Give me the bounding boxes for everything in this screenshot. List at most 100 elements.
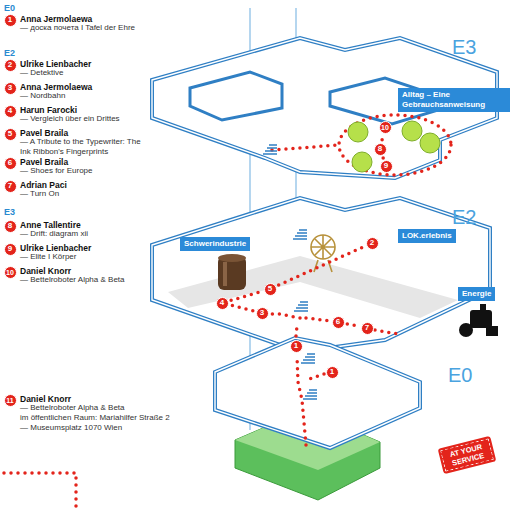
route-dots <box>4 473 76 512</box>
node-text: Schwerindustrie <box>184 239 246 249</box>
node-text: 7 <box>365 324 369 332</box>
node-text: 3 <box>8 84 12 92</box>
route-dots <box>339 115 451 175</box>
machine-body <box>470 310 492 328</box>
route-connector <box>231 292 261 301</box>
route-dots <box>306 318 330 321</box>
node-text: 3 <box>260 309 264 317</box>
node-text: 10 <box>381 124 389 131</box>
border-dots <box>4 473 76 512</box>
boiler <box>218 254 246 290</box>
node-text: LOK.erlebnis <box>402 231 452 241</box>
stairs <box>301 354 315 363</box>
node-text: 4 <box>220 299 224 307</box>
node-text: 1 <box>330 368 334 376</box>
stairs <box>303 390 317 399</box>
artist-name: Anna Jermolaewa <box>20 82 92 92</box>
work-title: — Shoes for Europe <box>20 166 148 176</box>
callout-number: 1 <box>326 366 339 379</box>
route-connector <box>347 324 357 326</box>
work-title: — Detektive <box>20 68 148 78</box>
work-title: — Elite I Körper <box>20 252 148 262</box>
boiler-top <box>218 254 246 262</box>
artist-name: Pavel Braila <box>20 157 68 167</box>
machine-wheel <box>459 323 473 337</box>
floor-outline <box>152 198 490 352</box>
route-connector <box>279 247 364 285</box>
boiler-shine <box>223 262 227 286</box>
machine-chimney <box>480 304 486 312</box>
node-text: 2 <box>370 239 374 247</box>
callout-number: 7 <box>361 322 374 335</box>
artist-name: Anna Jermolaewa <box>20 14 92 24</box>
stairs <box>294 302 308 311</box>
floor-e2 <box>152 198 498 352</box>
section-tag: Schwerindustrie <box>180 237 250 251</box>
artist-name: Adrian Paci <box>20 180 67 190</box>
floor-outline <box>215 338 420 448</box>
floor-label: E2 <box>452 206 476 228</box>
work-title: — Bettelroboter Alpha & Beta <box>20 403 170 413</box>
wheel-spokes <box>311 235 335 259</box>
route-dots <box>272 145 338 150</box>
work-title: — Nordbahn <box>20 91 148 101</box>
callout-number: 6 <box>332 316 345 329</box>
callout-number: 5 <box>4 128 17 141</box>
artist-name: Daniel Knorr <box>20 266 71 276</box>
floor-label: E3 <box>452 36 476 58</box>
callout-number: 2 <box>366 237 379 250</box>
node-text: 8 <box>8 222 12 230</box>
route-dots <box>271 314 300 318</box>
node-text: 2 <box>8 61 12 69</box>
location-note: im öffentlichen Raum: Mariahilfer Straße… <box>20 413 170 432</box>
tennis-ball <box>402 121 422 141</box>
artist-name: Anne Tallentire <box>20 220 81 230</box>
callout-number: 1 <box>4 14 17 27</box>
work-title: — A Tribute to the Typewriter: The Ink R… <box>20 137 145 156</box>
floor-outline <box>215 338 420 448</box>
tennis-ball <box>420 133 440 153</box>
floor-label: E3 <box>4 207 15 217</box>
artist-name: Ulrike Lienbacher <box>20 59 91 69</box>
floor-label: E0 <box>4 3 15 13</box>
tennis-ball <box>348 122 368 142</box>
node-text: 11 <box>6 397 13 404</box>
machine-base <box>486 326 498 336</box>
node-text: 5 <box>268 285 272 293</box>
artist-name: Ulrike Lienbacher <box>20 243 91 253</box>
callout-number: 11 <box>4 394 17 407</box>
callout-number: 4 <box>216 297 229 310</box>
courtyard <box>190 72 282 120</box>
artist-name: Harun Farocki <box>20 105 77 115</box>
section-tag: LOK.erlebnis <box>398 229 456 243</box>
node-text: 10 <box>6 269 14 276</box>
machine <box>459 304 498 337</box>
route-dots <box>297 356 306 445</box>
floor-label: E0 <box>448 364 472 386</box>
corridor <box>168 256 458 318</box>
callout-number: 8 <box>4 220 17 233</box>
callout-number: 1 <box>290 340 303 353</box>
route-connector <box>381 155 385 159</box>
node-text: 7 <box>8 182 12 190</box>
callout-number: 8 <box>374 143 387 156</box>
callout-number: 9 <box>4 243 17 256</box>
node-text: Alltag – Eine Gebrauchsanweisung <box>402 90 506 110</box>
route-connector <box>380 136 384 139</box>
work-title: — доска почета I Tafel der Ehre <box>20 23 150 33</box>
callout-number: 5 <box>264 283 277 296</box>
callout-number: 10 <box>4 266 17 279</box>
section-tag: Energie <box>458 287 495 301</box>
wheel-rim <box>311 235 335 259</box>
node-text: 1 <box>8 16 12 24</box>
node-text: 9 <box>384 162 388 170</box>
node-text: 8 <box>378 145 382 153</box>
artist-name: Daniel Knorr <box>20 394 71 404</box>
callout-number: 2 <box>4 59 17 72</box>
stairs <box>293 230 307 239</box>
node-text: 9 <box>8 245 12 253</box>
